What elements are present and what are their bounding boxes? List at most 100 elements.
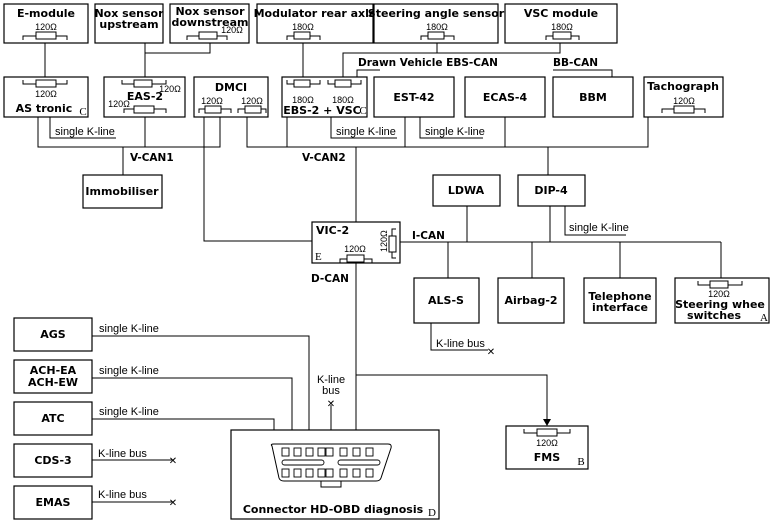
module-label-line2: ACH-EW bbox=[28, 376, 78, 389]
module-nox-upstream[interactable]: Nox sensor upstream bbox=[94, 3, 164, 44]
module-label: FMS bbox=[534, 451, 560, 464]
resistor-value: 180Ω bbox=[426, 22, 448, 32]
resistor-icon bbox=[121, 79, 167, 88]
arrow-fms bbox=[543, 419, 551, 426]
module-label: ECAS-4 bbox=[483, 91, 528, 104]
resistor-icon bbox=[339, 254, 373, 263]
resistor-value: 120Ω bbox=[35, 89, 57, 99]
module-label-line2: downstream bbox=[172, 16, 249, 29]
module-fms[interactable]: 120Ω FMS B bbox=[505, 425, 589, 470]
module-label: EST-42 bbox=[393, 91, 434, 104]
bus-vcan1 bbox=[37, 117, 221, 148]
resistor-icon bbox=[388, 228, 397, 259]
module-tachograph[interactable]: Tachograph 120Ω bbox=[643, 76, 724, 118]
wire-nox-join bbox=[144, 43, 211, 54]
module-ldwa[interactable]: LDWA bbox=[432, 174, 501, 207]
resistor-icon bbox=[697, 280, 743, 289]
corner-marker: B bbox=[577, 456, 584, 468]
module-label: EMAS bbox=[36, 496, 71, 509]
module-label: LDWA bbox=[448, 184, 485, 197]
kline-ags bbox=[92, 335, 310, 430]
module-steering-angle-sensor[interactable]: Steering angle sensor 180Ω bbox=[368, 3, 505, 44]
resistor-icon bbox=[661, 105, 706, 114]
resistor-icon bbox=[198, 105, 232, 114]
obd-connector[interactable]: Connector HD-OBD diagnosis D bbox=[230, 429, 440, 520]
module-vsc[interactable]: VSC module 180Ω bbox=[504, 3, 618, 44]
module-airbag2[interactable]: Airbag-2 bbox=[497, 277, 565, 324]
resistor-value: 120Ω bbox=[35, 22, 57, 32]
module-label: E-module bbox=[17, 7, 75, 20]
module-dip4[interactable]: DIP-4 bbox=[517, 174, 586, 207]
terminator-alss: ✕ bbox=[487, 347, 495, 358]
terminator-emas: ✕ bbox=[169, 498, 177, 509]
resistor-icon bbox=[286, 79, 321, 88]
module-telephone-interface[interactable]: Telephone interface bbox=[583, 277, 657, 324]
terminator-cds3: ✕ bbox=[169, 456, 177, 467]
corner-marker: C bbox=[359, 105, 366, 117]
module-label-line2: interface bbox=[592, 301, 648, 314]
kline-label-obd-line1: K-line bbox=[317, 374, 345, 386]
module-modulator-rear-axle[interactable]: Modulator rear axle 180Ω bbox=[254, 3, 377, 44]
kline-label-dip4: single K-line bbox=[569, 222, 629, 234]
module-label: Connector HD-OBD diagnosis bbox=[243, 503, 424, 516]
module-label: Telephone bbox=[588, 290, 651, 303]
module-as-tronic[interactable]: 120Ω AS tronic C bbox=[3, 76, 89, 118]
module-ebs2-vsc[interactable]: 180Ω 180Ω EBS-2 + VSC C bbox=[281, 76, 368, 118]
module-als-s[interactable]: ALS-S bbox=[413, 277, 480, 324]
module-label: VIC-2 bbox=[316, 224, 349, 237]
bus-label-ican: I-CAN bbox=[412, 230, 445, 242]
resistor-icon bbox=[22, 79, 68, 88]
module-label: AGS bbox=[40, 328, 66, 341]
resistor-value: 120Ω bbox=[673, 96, 695, 106]
resistor-value-left: 120Ω bbox=[201, 96, 223, 106]
resistor-icon bbox=[123, 105, 167, 114]
module-ecas4[interactable]: ECAS-4 bbox=[464, 76, 546, 118]
module-immobiliser[interactable]: Immobiliser bbox=[82, 174, 163, 209]
module-steering-wheel-switches[interactable]: 120Ω Steering whee switches A bbox=[674, 277, 770, 324]
wire-dmci-vic2 bbox=[203, 117, 312, 242]
module-label: Steering angle sensor bbox=[368, 7, 505, 20]
kline-atc bbox=[92, 418, 275, 430]
resistor-value-left: 180Ω bbox=[292, 95, 314, 105]
kline-label-obd-line2: bus bbox=[322, 385, 340, 397]
wire-bbcan bbox=[553, 69, 613, 77]
bus-vcan2 bbox=[246, 117, 649, 148]
module-label: EAS-2 bbox=[127, 90, 163, 103]
module-e-module[interactable]: E-module 120Ω bbox=[3, 3, 89, 44]
resistor-value: 120Ω bbox=[536, 438, 558, 448]
module-ags[interactable]: AGS bbox=[13, 317, 93, 352]
module-label: ATC bbox=[41, 412, 64, 425]
module-label: Steering whee bbox=[675, 298, 765, 311]
module-vic2[interactable]: VIC-2 120Ω 120Ω E bbox=[311, 221, 401, 264]
module-atc[interactable]: ATC bbox=[13, 401, 93, 436]
resistor-value: 120Ω bbox=[708, 289, 730, 299]
module-label: ALS-S bbox=[428, 294, 464, 307]
resistor-icon bbox=[22, 31, 68, 40]
kline-label-emas: K-line bus bbox=[98, 489, 147, 501]
module-eas2[interactable]: 120Ω EAS-2 120Ω bbox=[103, 76, 186, 118]
corner-marker: E bbox=[315, 251, 322, 263]
kline-astronic bbox=[49, 117, 116, 139]
module-bbm[interactable]: BBM bbox=[552, 76, 634, 118]
module-cds3[interactable]: CDS-3 bbox=[13, 443, 93, 478]
resistor-icon bbox=[186, 31, 228, 40]
kline-label-ebs: single K-line bbox=[336, 126, 396, 138]
module-ach[interactable]: ACH-EA ACH-EW bbox=[13, 359, 93, 394]
module-label: BBM bbox=[579, 91, 607, 104]
resistor-value-h: 120Ω bbox=[344, 244, 366, 254]
module-label: Nox sensor bbox=[175, 5, 245, 18]
module-emas[interactable]: EMAS bbox=[13, 485, 93, 520]
module-label: DIP-4 bbox=[534, 184, 568, 197]
wires bbox=[37, 43, 722, 503]
resistor-icon bbox=[523, 428, 571, 437]
resistor-value-v: 120Ω bbox=[379, 230, 389, 252]
wire-steering-vsc bbox=[342, 43, 561, 77]
kline-alss bbox=[430, 323, 488, 351]
module-dmci[interactable]: DMCI 120Ω 120Ω bbox=[193, 76, 269, 118]
bus-label-drawn-vehicle: Drawn Vehicle EBS-CAN bbox=[358, 57, 498, 69]
resistor-value: 120Ω bbox=[221, 25, 243, 35]
kline-label-atc: single K-line bbox=[99, 406, 159, 418]
terminator-kline-bus: ✕ bbox=[327, 399, 335, 410]
module-est42[interactable]: EST-42 bbox=[373, 76, 455, 118]
module-nox-downstream[interactable]: Nox sensor downstream 120Ω bbox=[169, 3, 250, 44]
